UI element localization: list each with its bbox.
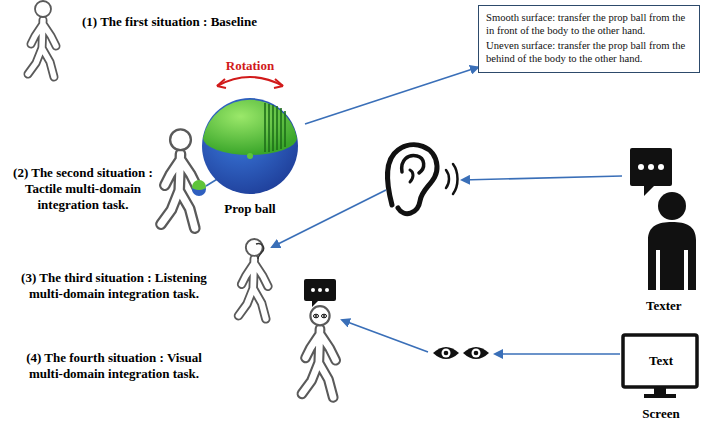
eyes-icon <box>433 347 489 359</box>
walker-tactile <box>161 129 197 228</box>
prop-ball-node: RotationProp ball <box>195 58 305 223</box>
sight-arrow <box>342 320 428 352</box>
situation-label: (4) The fourth situation : Visual multi-… <box>14 350 214 382</box>
speech-bubble-small <box>304 279 336 307</box>
connector-arrow <box>305 67 478 124</box>
sound-arrow <box>462 176 622 180</box>
sound-arrow <box>272 190 386 247</box>
head-eye-icon <box>314 314 327 318</box>
situation-label: (2) The second situation : Tactile multi… <box>8 165 158 213</box>
small-ball <box>192 180 206 196</box>
walker-baseline <box>28 1 56 77</box>
walker-listening <box>239 239 268 319</box>
screen-node: TextScreen <box>620 332 702 427</box>
sight-arrow <box>495 353 620 355</box>
rotation-label: Rotation <box>195 58 305 73</box>
screen-text: Text <box>620 353 702 368</box>
situation-label: (1) The first situation : Baseline <box>82 14 342 30</box>
situation-label: (3) The third situation : Listening mult… <box>14 270 214 302</box>
screen-caption: Screen <box>620 406 702 421</box>
person-label: Texter <box>646 298 706 314</box>
instruction-text: Smooth surface: transfer the prop ball f… <box>486 11 692 37</box>
ball-caption: Prop ball <box>195 201 305 216</box>
texter-figure <box>630 148 696 290</box>
instruction-text: Uneven surface: transfer the prop ball f… <box>486 39 692 65</box>
prop-ball-shape <box>195 58 305 223</box>
ear-icon <box>387 145 457 214</box>
walker-visual <box>302 306 336 397</box>
instruction-box: Smooth surface: transfer the prop ball f… <box>478 5 700 73</box>
head-ear-icon <box>256 244 264 259</box>
